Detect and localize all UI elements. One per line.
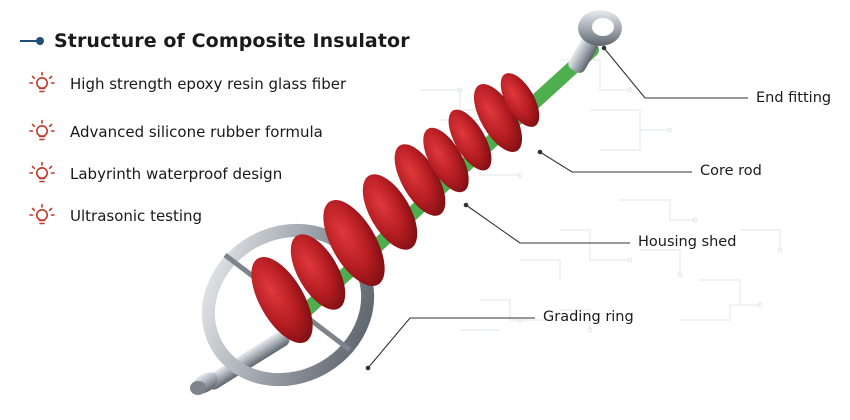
lightbulb-icon [29,71,55,93]
lightbulb-icon [29,119,55,141]
lightbulb-icon [29,203,55,225]
feature-item: Labyrinth waterproof design [28,160,282,188]
feature-item: Advanced silicone rubber formula [28,118,323,146]
leader-lines [367,47,748,369]
feature-label: Advanced silicone rubber formula [70,123,323,141]
leader-dot [463,202,469,208]
page-title: Structure of Composite Insulator [54,30,410,52]
feature-item: Ultrasonic testing [28,202,202,230]
callout-grading-ring: Grading ring [543,309,634,325]
feature-label: Labyrinth waterproof design [70,165,283,183]
bottom-fitting [190,330,290,395]
end-fitting [568,10,622,73]
leader-dot [601,45,607,51]
lightbulb-icon [29,161,55,183]
bullet-line-icon [20,35,44,47]
title-row: Structure of Composite Insulator [20,26,410,56]
callout-core-rod: Core rod [700,163,762,179]
callout-housing-shed: Housing shed [638,234,737,250]
feature-label: High strength epoxy resin glass fiber [70,75,347,93]
housing-sheds [251,73,540,343]
feature-item: High strength epoxy resin glass fiber [28,70,346,98]
feature-label: Ultrasonic testing [70,207,203,225]
leader-dot [537,149,543,155]
leader-dot [365,365,371,371]
callout-end-fitting: End fitting [756,90,832,106]
